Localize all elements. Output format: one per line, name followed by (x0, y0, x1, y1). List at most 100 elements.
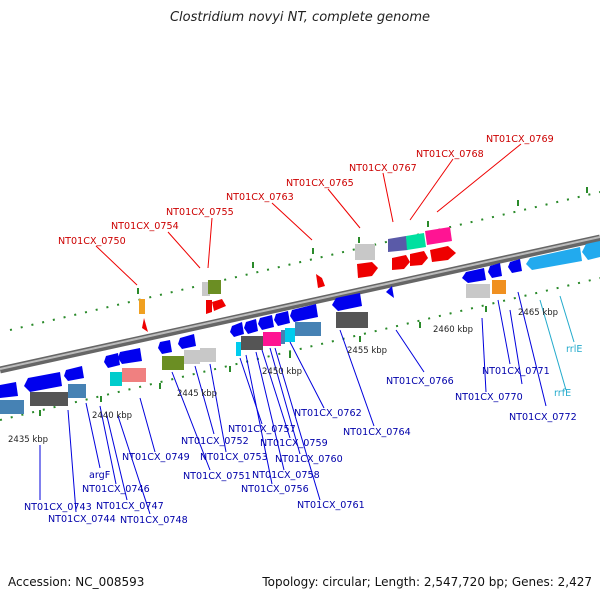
gene-label: NT01CX_0765 (286, 178, 354, 189)
gene-label: NT01CX_0753 (200, 452, 268, 463)
gene-arrow (316, 274, 325, 288)
gene-arrow (430, 246, 456, 262)
gene-arrow (24, 372, 62, 392)
genome-backbone (0, 234, 600, 374)
top-leaders (95, 143, 522, 286)
gene-label: NT01CX_0752 (181, 436, 249, 447)
gene-box (184, 350, 200, 364)
gene-box (162, 356, 184, 370)
gene-arrow (64, 366, 84, 381)
gene-label: NT01CX_0768 (416, 149, 484, 160)
gene-label: NT01CX_0754 (111, 221, 179, 232)
gene-label: NT01CX_0766 (386, 376, 454, 387)
gene-box (200, 348, 216, 362)
genome-summary: Topology: circular; Length: 2,547,720 bp… (262, 575, 592, 589)
gene-label: NT01CX_0747 (96, 501, 164, 512)
gene-box (285, 328, 295, 342)
gene-label: NT01CX_0750 (58, 236, 126, 247)
kbp-label: 2455 kbp (347, 346, 387, 356)
gene-box (236, 342, 241, 356)
gene-arrow (357, 262, 378, 278)
gene-label: NT01CX_0755 (166, 207, 234, 218)
gene-box (492, 280, 506, 294)
gene-arrow (290, 304, 318, 322)
gene-box (336, 312, 368, 328)
gene-label: NT01CX_0743 (24, 502, 92, 513)
gene-box (0, 400, 24, 414)
top-gene-labels: NT01CX_0750 NT01CX_0754 NT01CX_0755 NT01… (58, 134, 554, 247)
gene-arrow (0, 382, 18, 398)
gene-arrow (406, 233, 426, 250)
gene-arrow (178, 334, 196, 349)
gene-label: NT01CX_0763 (226, 192, 294, 203)
gene-arrow (488, 263, 502, 278)
gene-label: NT01CX_0772 (509, 412, 577, 423)
gene-box (110, 372, 122, 386)
gene-arrow (425, 227, 452, 245)
gene-label: NT01CX_0748 (120, 515, 188, 526)
kbp-label: 2440 kbp (92, 411, 132, 421)
lower-genes (0, 241, 600, 414)
gene-box (208, 280, 221, 294)
gene-label: NT01CX_0756 (241, 484, 309, 495)
scale-labels: 2435 kbp 2440 kbp 2445 kbp 2450 kbp 2455… (8, 308, 558, 445)
gene-box (139, 299, 145, 314)
gene-arrow (104, 353, 120, 368)
gene-box (295, 322, 321, 336)
gene-arrow (274, 311, 290, 326)
gene-label: NT01CX_0770 (455, 392, 523, 403)
scale-ticks (39, 187, 588, 416)
rna-label: rrlE (566, 344, 582, 355)
kbp-label: 2435 kbp (8, 435, 48, 445)
gene-arrow (212, 299, 226, 311)
rna-leaders (539, 295, 575, 391)
gene-arrow (332, 293, 362, 311)
gene-arrow (508, 259, 522, 273)
map-title: Clostridium novyi NT, complete genome (169, 10, 431, 25)
dotted-tracks (0, 191, 600, 421)
gene-arrow (582, 241, 600, 260)
kbp-label: 2450 kbp (262, 367, 302, 377)
gene-label: NT01CX_0762 (294, 408, 362, 419)
gene-label: NT01CX_0769 (486, 134, 554, 145)
gene-box (263, 332, 281, 346)
gene-arrow (388, 236, 408, 252)
gene-arrow (462, 268, 486, 283)
gene-arrow (230, 322, 244, 337)
gene-box (281, 330, 285, 344)
gene-label: NT01CX_0771 (482, 366, 550, 377)
gene-label: NT01CX_0764 (343, 427, 411, 438)
gene-box (30, 392, 68, 406)
rna-labels: rrlE rrfE (554, 344, 582, 399)
gene-arrow (206, 300, 212, 314)
accession-text: Accession: NC_008593 (8, 575, 145, 589)
upper-genes (139, 227, 456, 332)
gene-label: NT01CX_0749 (122, 452, 190, 463)
gene-label: NT01CX_0744 (48, 514, 116, 525)
gene-label: NT01CX_0759 (260, 438, 328, 449)
gene-box (241, 336, 263, 350)
kbp-label: 2445 kbp (177, 389, 217, 399)
gene-label: NT01CX_0761 (297, 500, 365, 511)
gene-arrow (244, 319, 258, 334)
gene-arrow (410, 251, 428, 266)
kbp-label: 2465 kbp (518, 308, 558, 318)
gene-label: NT01CX_0757 (228, 424, 296, 435)
gene-arrow (142, 318, 148, 332)
kbp-label: 2460 kbp (433, 325, 473, 335)
bottom-gene-labels: NT01CX_0743 NT01CX_0744 argF NT01CX_0746… (24, 366, 577, 526)
gene-box (466, 284, 490, 298)
gene-arrow (118, 348, 142, 364)
gene-label: NT01CX_0751 (183, 471, 251, 482)
gene-label: NT01CX_0758 (252, 470, 320, 481)
rna-label: rrfE (554, 388, 571, 399)
gene-box (122, 368, 146, 382)
bottom-leaders (39, 291, 547, 515)
gene-arrow (526, 247, 582, 270)
gene-arrow (392, 255, 410, 270)
gene-box (68, 384, 86, 398)
gene-arrow (158, 340, 172, 354)
gene-label: NT01CX_0767 (349, 163, 417, 174)
gene-label: NT01CX_0760 (275, 454, 343, 465)
